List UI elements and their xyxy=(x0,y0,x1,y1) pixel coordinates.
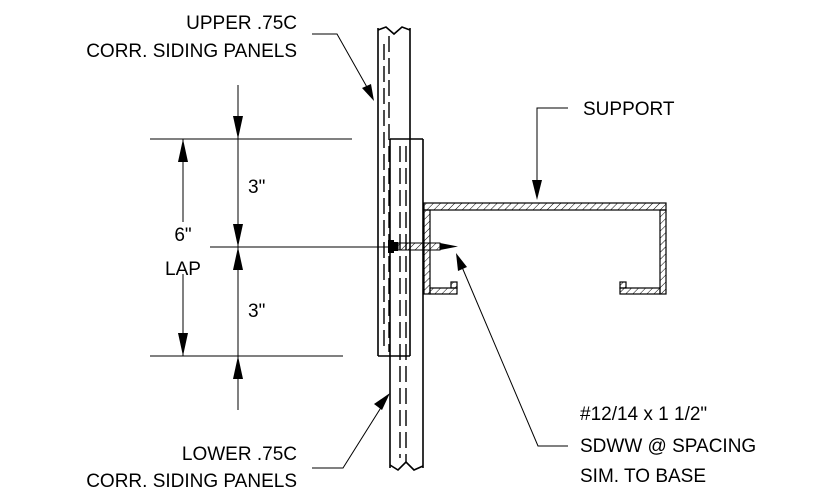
upper-siding-panel xyxy=(377,26,411,357)
upper-panel-label-line2: CORR. SIDING PANELS xyxy=(86,41,297,62)
fastener-label-line2: SDWW @ SPACING xyxy=(580,436,756,457)
support-label: SUPPORT xyxy=(583,99,675,120)
leader-lower-panel xyxy=(312,393,390,469)
self-drilling-screw xyxy=(388,240,458,253)
lap-dimension-word: LAP xyxy=(165,259,201,280)
support-c-channel xyxy=(423,202,667,295)
upper-panel-label-line1: UPPER .75C xyxy=(186,13,297,34)
leader-fastener xyxy=(456,253,568,447)
lower-siding-panel xyxy=(389,138,424,472)
lower-panel-label-line1: LOWER .75C xyxy=(182,444,297,465)
dimension-upper-3in: 3" xyxy=(248,177,265,198)
leader-upper-panel xyxy=(312,33,374,101)
dimension-lower-3in: 3" xyxy=(248,301,265,322)
fastener-label-line1: #12/14 x 1 1/2" xyxy=(580,404,707,425)
fastener-label-line3: SIM. TO BASE xyxy=(580,466,706,487)
leader-support xyxy=(532,107,568,200)
dimension-lines xyxy=(150,85,388,410)
lap-dimension-value: 6" xyxy=(174,225,191,246)
lower-panel-label-line2: CORR. SIDING PANELS xyxy=(86,471,297,492)
